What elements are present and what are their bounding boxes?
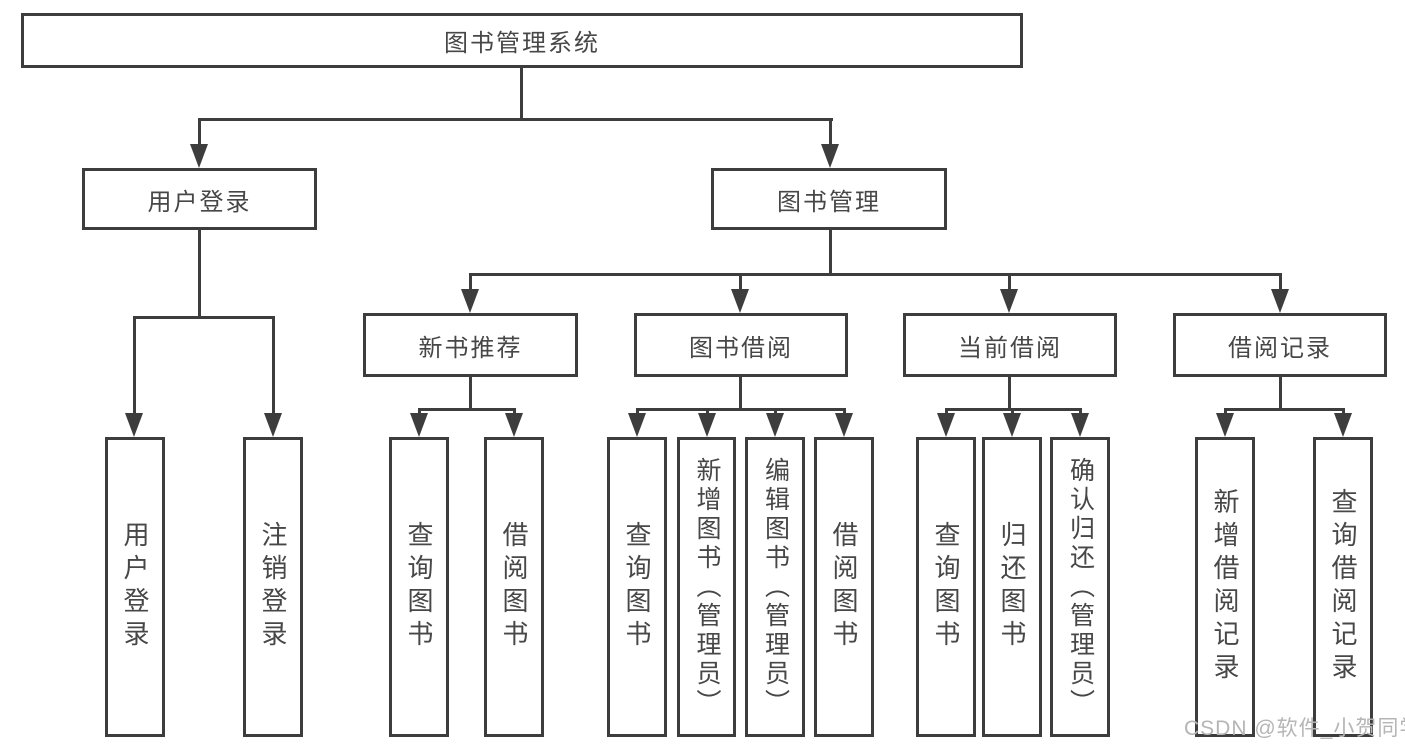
arrowhead-leaf [835, 413, 853, 437]
node-current-borrow: 当前借阅 [903, 313, 1117, 377]
connector-root-right-stub [829, 118, 832, 148]
connector-stub [133, 316, 136, 415]
leaf-edit-books-admin: 编辑图书（管理员） [745, 437, 805, 737]
connector-hline [418, 408, 516, 411]
arrowhead-borrow-records [1271, 289, 1289, 313]
leaf-user-login-label: 用户登录 [120, 521, 150, 653]
connector-stem [1008, 377, 1011, 408]
connector-level3-hline [469, 273, 1282, 276]
arrowhead-book-borrow [731, 289, 749, 313]
connector-stem [469, 377, 472, 408]
node-borrow-records-label: 借阅记录 [1228, 334, 1332, 362]
connector-root-left-stub [198, 118, 201, 148]
leaf-query-borrow-record: 查询借阅记录 [1313, 437, 1373, 737]
arrowhead-leaf [1216, 413, 1234, 437]
leaf-add-borrow-record-label: 新增借阅记录 [1210, 488, 1240, 686]
leaf-add-books-admin-label: 新增图书（管理员） [693, 456, 721, 718]
connector-stub [469, 273, 472, 295]
connector-hline [1224, 408, 1345, 411]
arrowhead-leaf [1071, 413, 1089, 437]
watermark: CSDN @软件_小贺同学 [1184, 717, 1405, 740]
leaf-borrow-books-1-label: 借阅图书 [499, 521, 529, 653]
arrowhead-leaf [1334, 413, 1352, 437]
leaf-query-borrow-record-label: 查询借阅记录 [1328, 488, 1358, 686]
connector-root-stem [520, 68, 523, 118]
leaf-add-borrow-record: 新增借阅记录 [1195, 437, 1255, 737]
arrowhead-leaf [1003, 413, 1021, 437]
leaf-query-books-3: 查询图书 [916, 437, 976, 737]
leaf-logout-label: 注销登录 [258, 521, 288, 653]
node-borrow-records: 借阅记录 [1173, 313, 1387, 377]
arrowhead-book-management [821, 144, 839, 168]
node-root: 图书管理系统 [21, 13, 1023, 68]
connector-hline [636, 408, 846, 411]
leaf-confirm-return-admin-label: 确认归还（管理员） [1066, 456, 1095, 718]
leaf-borrow-books-2-label: 借阅图书 [829, 521, 859, 653]
connector-book-management-stem [829, 230, 832, 273]
connector-stub [1008, 273, 1011, 295]
arrowhead-leaf [505, 413, 523, 437]
node-book-management: 图书管理 [711, 168, 947, 230]
arrowhead-leaf [766, 413, 784, 437]
leaf-edit-books-admin-label: 编辑图书（管理员） [761, 456, 790, 718]
leaf-query-books-1: 查询图书 [389, 437, 449, 737]
arrowhead-current-borrow [1000, 289, 1018, 313]
arrowhead-user-login [190, 144, 208, 168]
arrowhead-leaf [937, 413, 955, 437]
arrowhead-leaf [628, 413, 646, 437]
node-new-book-recommend-label: 新书推荐 [418, 334, 523, 362]
leaf-add-books-admin: 新增图书（管理员） [677, 437, 736, 737]
leaf-query-books-2-label: 查询图书 [622, 521, 652, 653]
connector-root-hline [198, 118, 833, 121]
leaf-user-login: 用户登录 [105, 437, 165, 737]
arrowhead-login-leaf [125, 413, 143, 437]
node-current-borrow-label: 当前借阅 [958, 334, 1062, 362]
leaf-confirm-return-admin: 确认归还（管理员） [1050, 437, 1110, 737]
arrowhead-new-book-recommend [461, 289, 479, 313]
node-root-label: 图书管理系统 [444, 30, 600, 57]
connector-user-login-stem [198, 230, 201, 316]
leaf-query-books-3-label: 查询图书 [931, 521, 961, 653]
leaf-borrow-books-1: 借阅图书 [484, 437, 544, 737]
connector-stem [739, 377, 742, 408]
connector-user-login-hline [133, 316, 275, 319]
connector-stub [739, 273, 742, 295]
leaf-query-books-2: 查询图书 [607, 437, 667, 737]
leaf-return-books-label: 归还图书 [997, 521, 1027, 653]
connector-stem [1279, 377, 1282, 408]
leaf-return-books: 归还图书 [982, 437, 1042, 737]
leaf-borrow-books-2: 借阅图书 [814, 437, 874, 737]
connector-stub [1279, 273, 1282, 295]
node-book-management-label: 图书管理 [777, 188, 881, 216]
node-user-login: 用户登录 [82, 168, 317, 230]
node-new-book-recommend: 新书推荐 [363, 313, 578, 377]
node-book-borrow-label: 图书借阅 [689, 334, 793, 362]
arrowhead-leaf [410, 413, 428, 437]
connector-stub [272, 316, 275, 415]
node-book-borrow: 图书借阅 [634, 313, 848, 377]
node-user-login-label: 用户登录 [147, 188, 252, 216]
leaf-query-books-1-label: 查询图书 [404, 521, 434, 653]
leaf-logout: 注销登录 [243, 437, 303, 737]
arrowhead-leaf [698, 413, 716, 437]
arrowhead-logout-leaf [264, 413, 282, 437]
